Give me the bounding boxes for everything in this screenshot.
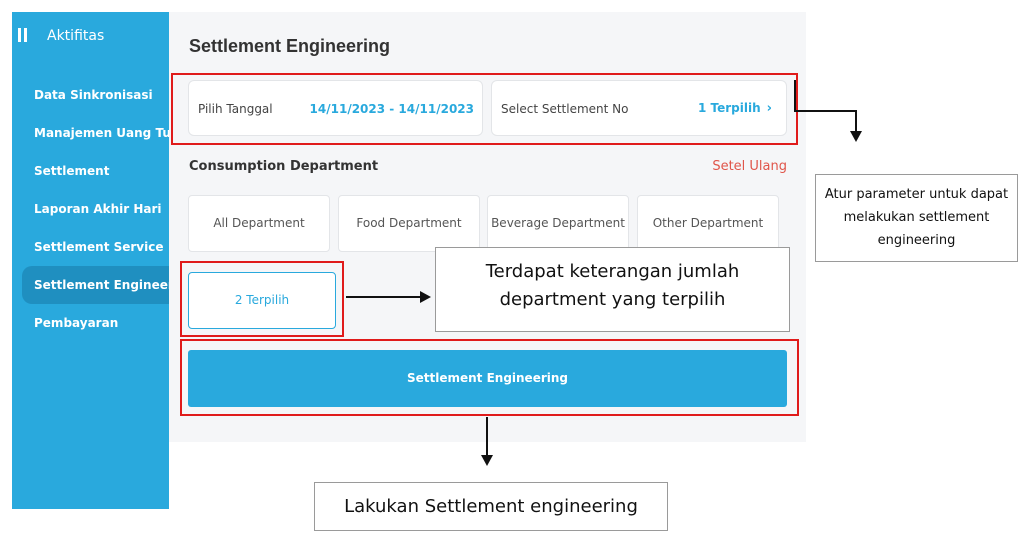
reset-link[interactable]: Setel Ulang	[712, 159, 787, 174]
arrow-line	[346, 296, 422, 298]
annotation-box-selected	[180, 261, 344, 337]
note-dept: Terdapat keterangan jumlah department ya…	[435, 247, 790, 332]
chevron-right-icon: ›	[766, 101, 772, 116]
sidebar-menu: Data Sinkronisasi Manajemen Uang Tunai S…	[12, 76, 195, 342]
annotation-box-params	[171, 73, 798, 145]
sidebar-item-laporan-akhir-hari[interactable]: Laporan Akhir Hari	[34, 202, 162, 216]
settlement-filter[interactable]: Select Settlement No 1 Terpilih ›	[491, 80, 787, 136]
note-params: Atur parameter untuk dapat melakukan set…	[815, 174, 1018, 262]
dept-beverage[interactable]: Beverage Department	[487, 195, 629, 252]
annotation-box-action	[180, 339, 799, 416]
settlement-filter-value: 1 Terpilih	[697, 101, 761, 115]
date-filter-label: Pilih Tanggal	[198, 102, 273, 116]
sidebar-item-pembayaran[interactable]: Pembayaran	[34, 316, 119, 330]
date-filter[interactable]: Pilih Tanggal 14/11/2023 - 14/11/2023	[188, 80, 483, 136]
sidebar-item-data-sinkronisasi[interactable]: Data Sinkronisasi	[34, 88, 153, 102]
section-title: Consumption Department	[189, 159, 379, 174]
sidebar: Aktifitas Data Sinkronisasi Manajemen Ua…	[12, 12, 195, 509]
main-panel: Settlement Engineering Pilih Tanggal 14/…	[169, 12, 806, 442]
arrow-down-icon	[481, 455, 493, 466]
sidebar-item-settlement[interactable]: Settlement	[34, 164, 110, 178]
dept-food[interactable]: Food Department	[338, 195, 480, 252]
dept-other[interactable]: Other Department	[637, 195, 779, 252]
arrow-line	[855, 110, 857, 132]
settlement-engineering-button[interactable]: Settlement Engineering	[188, 350, 787, 407]
page-title: Settlement Engineering	[189, 36, 391, 56]
settlement-filter-label: Select Settlement No	[501, 102, 629, 116]
sidebar-item-manajemen-uang-tunai[interactable]: Manajemen Uang Tunai	[34, 126, 192, 140]
menu-icon[interactable]	[18, 28, 28, 44]
sidebar-item-settlement-service[interactable]: Settlement Service	[34, 240, 164, 254]
arrow-line	[794, 110, 856, 112]
sidebar-title: Aktifitas	[47, 28, 105, 44]
arrow-down-icon	[850, 131, 862, 142]
arrow-line	[486, 417, 488, 457]
sidebar-item-settlement-engineering[interactable]: Settlement Engineering	[22, 266, 195, 304]
settlement-filter-value-wrap: 1 Terpilih ›	[698, 101, 772, 116]
note-action: Lakukan Settlement engineering	[314, 482, 668, 531]
sidebar-header: Aktifitas	[12, 12, 169, 60]
arrow-right-icon	[420, 291, 431, 303]
dept-all[interactable]: All Department	[188, 195, 330, 252]
arrow-line	[794, 80, 796, 112]
date-filter-value: 14/11/2023 - 14/11/2023	[309, 102, 474, 116]
selected-count-box[interactable]: 2 Terpilih	[188, 272, 336, 329]
